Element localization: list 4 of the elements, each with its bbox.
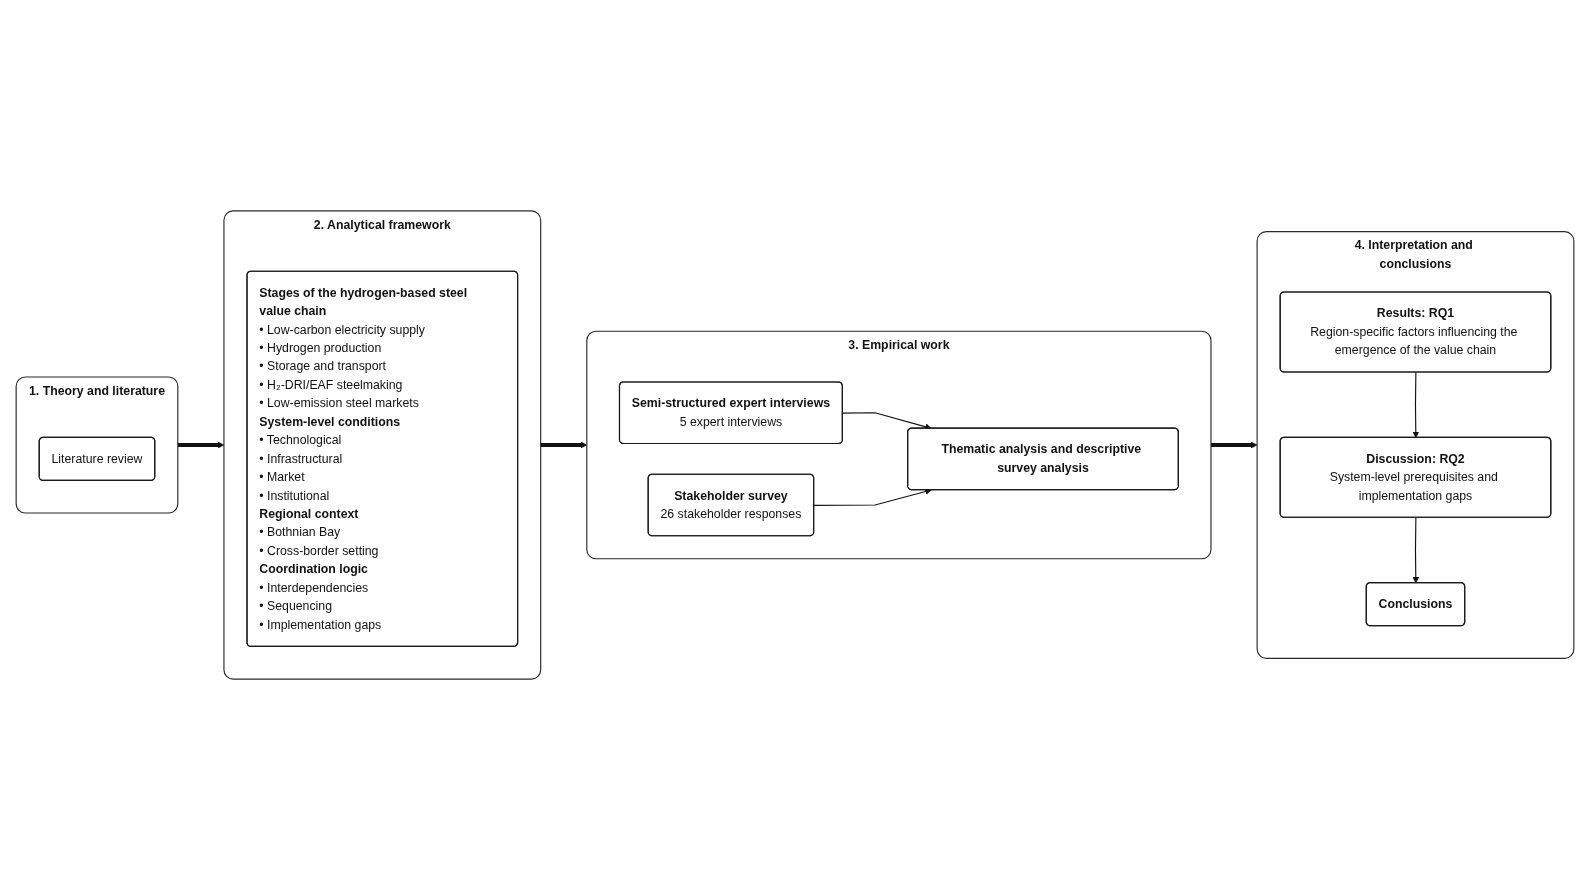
- arrow: [813, 488, 932, 506]
- arrow: [1412, 371, 1420, 438]
- arrow: [1211, 441, 1258, 449]
- arrow: [1412, 517, 1420, 584]
